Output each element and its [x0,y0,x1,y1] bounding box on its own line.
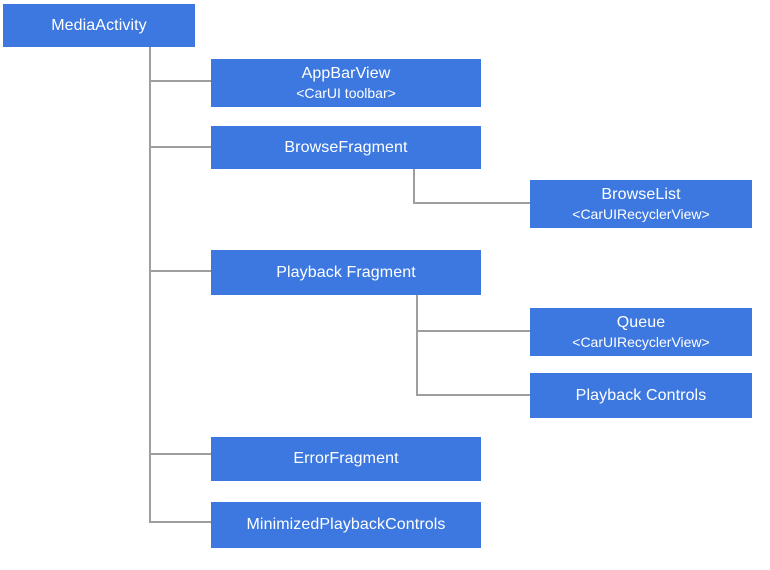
node-title: MediaActivity [51,16,147,34]
node-subtitle: <CarUIRecyclerView> [572,334,710,350]
connector-branch-browselist [413,202,530,204]
node-subtitle: <CarUIRecyclerView> [572,206,710,222]
node-appbarview: AppBarView <CarUI toolbar> [211,59,481,107]
connector-playbackfragment-child-vertical [416,295,418,396]
node-browsefragment: BrowseFragment [211,126,481,169]
node-title: BrowseFragment [284,138,408,156]
node-subtitle: <CarUI toolbar> [296,85,396,101]
connector-browsefragment-child-vertical [413,169,415,204]
node-title: Playback Fragment [276,263,416,281]
node-playback-fragment: Playback Fragment [211,250,481,295]
node-title: AppBarView [301,65,391,82]
node-title: MinimizedPlaybackControls [246,516,446,533]
connector-branch-browsefragment [149,146,211,148]
connector-branch-minimizedplaybackcontrols [149,521,211,523]
node-errorfragment: ErrorFragment [211,437,481,481]
connector-branch-playbackcontrols [416,394,530,396]
node-playback-controls: Playback Controls [530,373,752,418]
connector-branch-playbackfragment [149,270,211,272]
node-minimizedplaybackcontrols: MinimizedPlaybackControls [211,502,481,548]
node-title: Queue [616,314,666,331]
connector-branch-queue [416,330,530,332]
node-browselist: BrowseList <CarUIRecyclerView> [530,180,752,228]
connector-main-trunk [149,47,151,523]
node-title: BrowseList [601,186,681,203]
node-mediaactivity: MediaActivity [3,4,195,47]
node-title: ErrorFragment [293,450,399,467]
connector-branch-errorfragment [149,453,211,455]
node-queue: Queue <CarUIRecyclerView> [530,308,752,356]
node-title: Playback Controls [575,386,707,404]
connector-branch-appbarview [149,80,211,82]
